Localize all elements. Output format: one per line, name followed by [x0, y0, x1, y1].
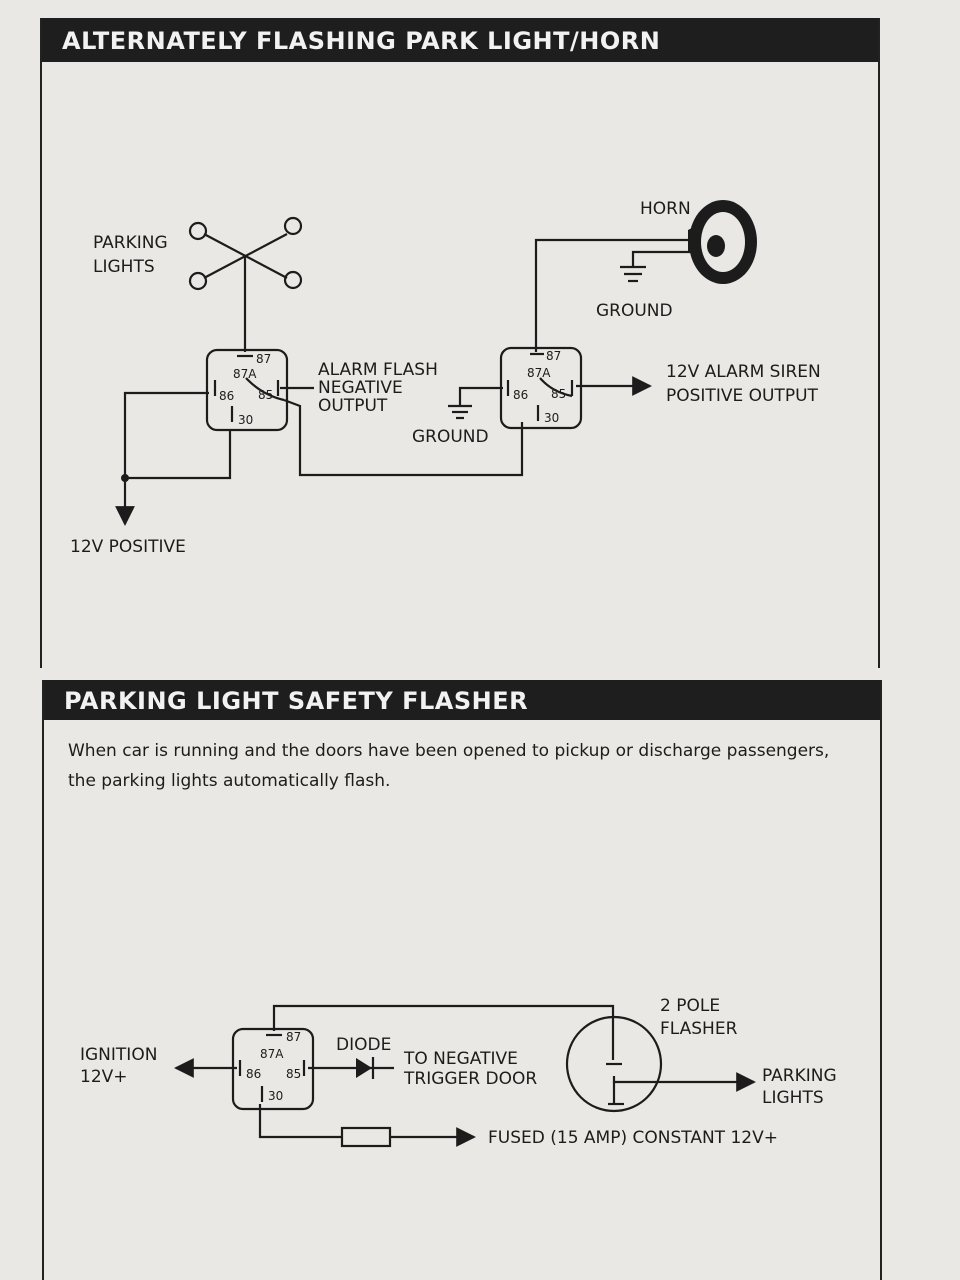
- relay2-pin-85: 85: [551, 387, 566, 401]
- relay2-pin-87: 87: [546, 349, 561, 363]
- alarm-flash-label-line3: OUTPUT: [318, 396, 388, 416]
- diagram-panel-safety-flasher: PARKING LIGHT SAFETY FLASHER When car is…: [42, 680, 882, 1280]
- flasher-parking-lights-line1: PARKING: [762, 1066, 837, 1086]
- fused-constant-label: FUSED (15 AMP) CONSTANT 12V+: [488, 1128, 778, 1148]
- diode-label: DIODE: [336, 1035, 391, 1055]
- relay1-pin-87a: 87A: [233, 367, 257, 381]
- alarm-flash-label-line1: ALARM FLASH: [318, 360, 438, 380]
- twelve-volt-positive-label: 12V POSITIVE: [70, 537, 186, 557]
- relay2-pin-86: 86: [513, 388, 528, 402]
- relay1-pin-87: 87: [256, 352, 271, 366]
- horn-ground-label: GROUND: [596, 301, 673, 321]
- ignition-label-line2: 12V+: [80, 1067, 128, 1087]
- relay2-ground-label: GROUND: [412, 427, 489, 447]
- parking-lights-label-line2: LIGHTS: [93, 257, 155, 277]
- trigger-label-line2: TRIGGER DOOR: [403, 1069, 537, 1089]
- flasher-label-line1: 2 POLE: [660, 996, 720, 1016]
- parking-lights-label-line1: PARKING: [93, 233, 168, 253]
- relay1-pin-86: 86: [219, 389, 234, 403]
- relay3-pin-87a: 87A: [260, 1047, 284, 1061]
- diagram-panel-park-light-horn: ALTERNATELY FLASHING PARK LIGHT/HORN: [40, 18, 880, 668]
- relay1-pin-30: 30: [238, 413, 253, 427]
- flasher-label-line2: FLASHER: [660, 1019, 738, 1039]
- relay3-pin-85: 85: [286, 1067, 301, 1081]
- section-description: When car is running and the doors have b…: [68, 741, 830, 791]
- horn-label: HORN: [640, 199, 691, 219]
- relay3-pin-30: 30: [268, 1089, 283, 1103]
- diode-icon: [356, 1057, 375, 1079]
- siren-label-line1: 12V ALARM SIREN: [666, 362, 821, 382]
- section-title: PARKING LIGHT SAFETY FLASHER: [44, 680, 880, 720]
- alarm-flash-label-line2: NEGATIVE: [318, 378, 403, 398]
- horn-icon: [688, 200, 757, 284]
- flasher-icon: [565, 1015, 663, 1113]
- relay1-pin-85: 85: [258, 388, 273, 402]
- relay-1: [205, 348, 289, 432]
- relay2-pin-87a: 87A: [527, 366, 551, 380]
- trigger-label-line1: TO NEGATIVE: [403, 1049, 518, 1069]
- ignition-label-line1: IGNITION: [80, 1045, 157, 1065]
- relay3-pin-87: 87: [286, 1030, 301, 1044]
- relay3-pin-86: 86: [246, 1067, 261, 1081]
- section-title: ALTERNATELY FLASHING PARK LIGHT/HORN: [42, 18, 878, 62]
- flasher-parking-lights-line2: LIGHTS: [762, 1088, 824, 1108]
- fuse-icon: [340, 1126, 392, 1148]
- siren-label-line2: POSITIVE OUTPUT: [666, 386, 819, 406]
- relay2-pin-30: 30: [544, 411, 559, 425]
